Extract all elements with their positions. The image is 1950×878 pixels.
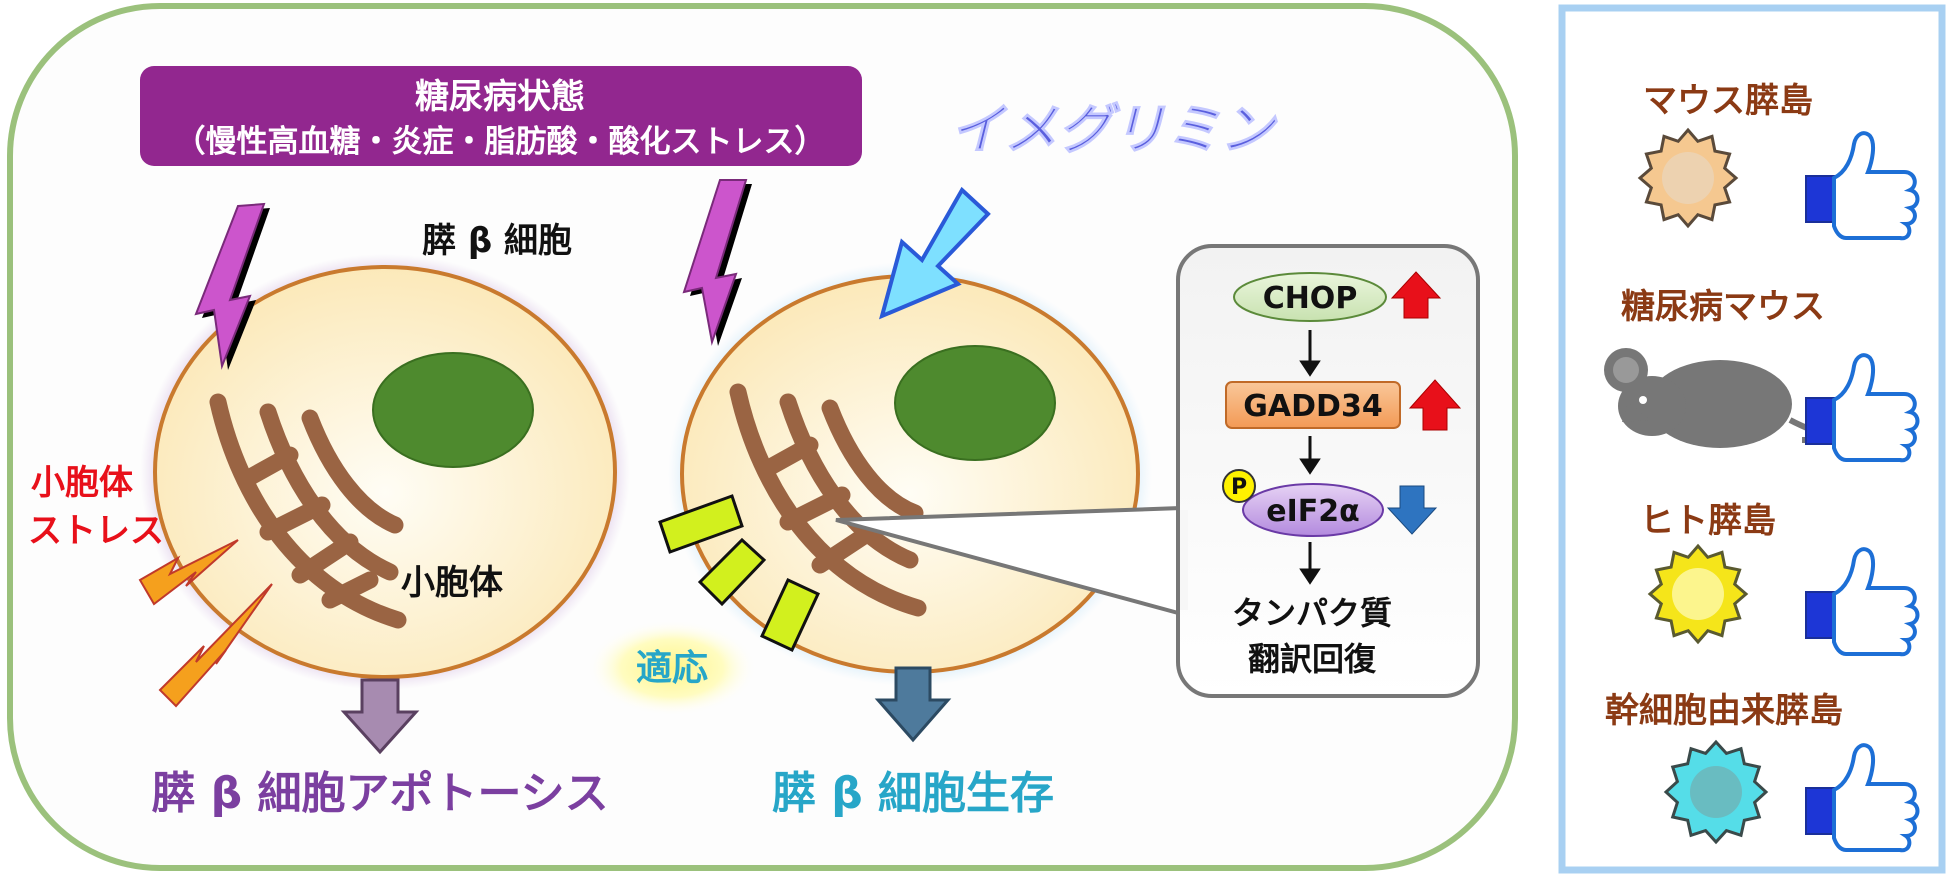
svg-text:P: P (1231, 475, 1247, 500)
mouse-icon (1604, 348, 1831, 448)
pathway-step-gadd34: GADD34 (1225, 381, 1401, 429)
endoplasmic-reticulum (209, 393, 407, 629)
apoptosis-arrow-icon (340, 678, 420, 755)
pathway-result-line1: タンパク質 (1232, 594, 1392, 632)
er-stress-bolt-icon (138, 539, 273, 708)
stress-bolt-icon (682, 179, 752, 346)
phospho-marker-icon: P (1222, 469, 1256, 503)
er-stress-label-line2: ストレス (28, 511, 164, 551)
islet-icon (1637, 127, 1739, 229)
pathway-arrow-icon (1299, 330, 1321, 377)
model-label-diabetic-mouse: 糖尿病マウス (1621, 287, 1825, 327)
pathway-arrow-icon (1299, 436, 1321, 475)
pathway-result-line2: 翻訳回復 (1248, 640, 1377, 678)
adaptation-bars (658, 494, 820, 652)
islet-icon (1663, 739, 1769, 845)
model-label-human-islet: ヒト膵島 (1640, 501, 1776, 541)
diabetic-state-title: 糖尿病状態 (415, 77, 585, 117)
pathway-arrow-icon (1299, 542, 1321, 585)
thumbs-up-icon (1805, 353, 1920, 463)
diabetic-state-subtitle: （慢性高血糖・炎症・脂肪酸・酸化ストレス） (175, 124, 826, 160)
thumbs-up-icon (1805, 743, 1920, 853)
model-label-stem-cell-islet: 幹細胞由来膵島 (1605, 691, 1843, 731)
diabetic-state-banner: 糖尿病状態 （慢性高血糖・炎症・脂肪酸・酸化ストレス） (140, 66, 862, 166)
pathway-step-eif2a: eIF2α (1242, 483, 1384, 537)
svg-text:GADD34: GADD34 (1243, 389, 1382, 424)
endoplasmic-reticulum (729, 383, 927, 617)
cell-label: 膵 β 細胞 (422, 221, 572, 261)
svg-text:CHOP: CHOP (1263, 281, 1358, 316)
drug-label: イメグリミン (950, 98, 1278, 161)
adaptation-glow (587, 620, 757, 716)
stress-bolt-icon (194, 202, 270, 370)
pathway-step-chop: CHOP (1233, 272, 1387, 322)
model-label-mouse-islet: マウス膵島 (1643, 81, 1813, 121)
survival-arrow-icon (874, 666, 952, 743)
thumbs-up-icon (1805, 547, 1920, 657)
survival-label: 膵 β 細胞生存 (772, 768, 1054, 819)
svg-text:eIF2α: eIF2α (1266, 494, 1360, 529)
surviving-beta-cell (668, 262, 1152, 686)
up-arrow-icon (1390, 271, 1442, 319)
down-arrow-icon (1386, 485, 1438, 535)
imeglimin-arrow-icon (879, 186, 991, 320)
nucleus (372, 352, 534, 468)
apoptosis-label: 膵 β 細胞アポトーシス (151, 768, 608, 819)
nucleus (894, 345, 1056, 461)
stressed-beta-cell (140, 254, 630, 690)
islet-icon (1647, 543, 1749, 645)
er-stress-label-line1: 小胞体 (31, 463, 133, 503)
adaptation-label: 適応 (636, 648, 708, 689)
pathway-callout (835, 244, 1480, 698)
thumbs-up-icon (1805, 131, 1920, 241)
up-arrow-icon (1408, 379, 1462, 431)
er-label: 小胞体 (401, 563, 503, 603)
